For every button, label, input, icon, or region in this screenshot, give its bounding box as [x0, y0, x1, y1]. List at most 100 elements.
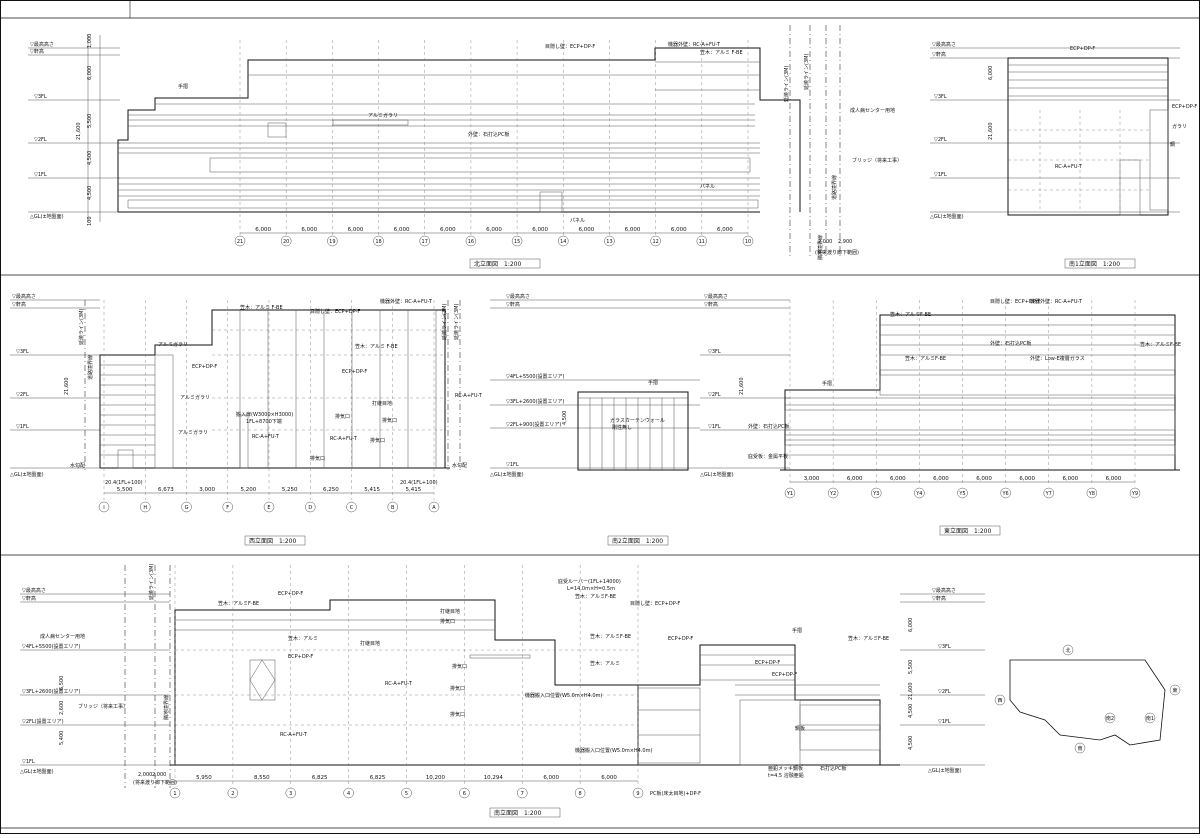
- north-dim-v4: 4,500: [87, 151, 93, 165]
- west-grid-label: F: [226, 505, 229, 511]
- south-note-vent: 排気口: [440, 618, 455, 625]
- east-level-max: ▽最高高さ: [704, 293, 728, 300]
- south-note-pc-joint: PC板(床太目地)+DP-F: [650, 790, 701, 797]
- north-dim-v6: 100: [87, 216, 93, 226]
- north-grid-bubble: [327, 235, 338, 247]
- north-span-dim: 6,000: [255, 227, 271, 233]
- south-grid-bubble: [285, 787, 296, 799]
- south-span-dim: 8,550: [254, 775, 270, 781]
- north-side-dim-1: 2,000: [818, 239, 832, 245]
- west-level-gl: △GL(±地盤面): [10, 471, 44, 478]
- south-span-dim: 10,200: [426, 775, 446, 781]
- south-note-louver-size: L=14.0m×H=0.5m: [567, 586, 615, 592]
- south-note-coping-3: 笠木：アルミF-BE: [575, 593, 616, 600]
- east-span-dim: 3,000: [804, 476, 820, 482]
- south-right-level-gl: △GL(±地盤面): [928, 767, 962, 774]
- north-grid-label: 17: [422, 239, 428, 245]
- north-note-bridge: ブリッジ（将来工事）: [852, 157, 902, 164]
- south1-dim-total: 21,600: [988, 123, 994, 141]
- south-grid-label: 4: [347, 791, 350, 797]
- north-grid-label: 12: [652, 239, 658, 245]
- west-note-vent-4: 排気口: [310, 455, 325, 462]
- south2-note-curtain-wall: ガラスカーテンウォール: [610, 417, 665, 424]
- north-grid-label: 19: [329, 239, 335, 245]
- west-note-louver-3: アルミガラリ: [178, 429, 208, 436]
- south1-level-2fl: ▽2FL: [934, 137, 947, 143]
- west-note-rc: RC-A+FU-T: [252, 434, 280, 440]
- south-dim-v2: 6,000: [908, 618, 914, 632]
- west-dim-total: 21,600: [64, 378, 70, 396]
- east-span-dim: 6,000: [847, 476, 863, 482]
- south-fire-line-label: 延焼ライン(3M): [148, 564, 155, 600]
- south-span-dim: 10,294: [484, 775, 504, 781]
- south1-note-louver: ガラリ: [1172, 123, 1187, 130]
- south-grid-bubble: [227, 787, 239, 799]
- south1-level-roof: ▽軒高: [932, 51, 946, 58]
- west-grid-label: H: [143, 505, 147, 511]
- caption-east-elevation: 東立面図 1:200: [944, 527, 991, 535]
- west-span-dim: 6,673: [158, 487, 174, 493]
- north-grid-label: 16: [468, 239, 474, 245]
- south-note-ecp-5: ECP+DP-F: [772, 672, 797, 678]
- caption-south-elevation: 南立面図 1:200: [494, 809, 541, 817]
- caption-north-elevation: 北立面図 1:200: [474, 260, 521, 268]
- west-grid-label: C: [350, 505, 354, 511]
- key-plan-mark-label: 南: [1077, 745, 1082, 752]
- south-grid-label: 6: [463, 791, 466, 797]
- west-note-vent-2: 排気口: [382, 417, 397, 424]
- east-grid-label: Y3: [872, 491, 879, 497]
- east-note-coping-3: 笠木：アルミF-BE: [905, 355, 946, 362]
- north-level-roof: ▽軒高: [30, 48, 44, 55]
- south-note-steel: 鋼板: [795, 725, 805, 732]
- north-road-line-label: 道路境界線: [831, 175, 838, 200]
- west-grid-label: E: [267, 505, 270, 511]
- south-note-vent-4: 排気口: [450, 711, 465, 718]
- south-level-max: ▽最高高さ: [22, 587, 46, 594]
- west-mark-left: 20.4(1FL+100): [105, 480, 143, 486]
- south-side-dim-2: 2,600: [59, 701, 65, 715]
- west-level-3fl: ▽3FL: [16, 349, 29, 355]
- key-plan-mark: [1104, 712, 1116, 724]
- north-dim-total: 21,600: [76, 123, 82, 141]
- east-span-dim: 6,000: [933, 476, 949, 482]
- north-level-1fl: ▽1FL: [34, 172, 47, 178]
- south-note-ecp: ECP+DP-F: [278, 591, 303, 597]
- west-note-ecp: ECP+DP-F: [192, 364, 217, 370]
- south-span-dim: 6,000: [543, 775, 559, 781]
- south-grid-bubble: [401, 787, 412, 799]
- west-grid-axes: I5,500H6,673G3,000F5,200E5,250D6,250C5,4…: [98, 300, 440, 513]
- north-grid-bubble: [650, 235, 661, 247]
- key-plan-mark-label: 西: [997, 698, 1002, 704]
- south-note-vent-2: 排気口: [452, 663, 467, 670]
- north-grid-label: 14: [560, 239, 566, 245]
- north-span-dim: 6,000: [301, 227, 317, 233]
- south-side-dim-1: 6,500: [59, 676, 65, 690]
- north-note-adjacent-site: 成人病センター用地: [850, 107, 895, 114]
- east-grid-label: Y7: [1045, 491, 1052, 497]
- west-level-roof: ▽軒高: [12, 301, 26, 308]
- north-note-screen-wall: 目隠し壁：ECP+DP-F: [545, 43, 595, 50]
- south-right-level-roof: ▽軒高: [932, 595, 946, 602]
- south1-dim-v2: 6,000: [988, 66, 994, 80]
- south2-level-2fl: ▽2FL+900(設置エリア): [506, 421, 561, 428]
- west-grid-label: D: [308, 505, 312, 511]
- east-grid-label: Y8: [1088, 491, 1095, 497]
- south-span-dim: 6,825: [312, 775, 328, 781]
- south-grid-label: 2: [231, 791, 234, 797]
- south-level-4fl: ▽4FL+5500(設置エリア): [22, 643, 81, 650]
- north-note-panel-2: パネル: [570, 218, 585, 224]
- south-level-gl: △GL(±地盤面): [20, 768, 54, 775]
- east-level-1fl: ▽1FL: [708, 424, 721, 430]
- south-note-coping: 笠木：アルミF-BE: [218, 600, 259, 607]
- south-elevation: ▽最高高さ ▽軒高 ▽4FL+5500(設置エリア) ▽3FL+2600(設置エ…: [20, 564, 985, 818]
- west-grid-bubble: [305, 501, 316, 513]
- south-note-louver-eave: 庇受ルーバー(1FL+14000): [558, 578, 621, 585]
- south-note-bridge: ブリッジ（将来工事）: [78, 703, 128, 710]
- north-span-dim: 6,000: [532, 227, 548, 233]
- north-fire-line-label-2: 延焼ライン(3M): [803, 54, 810, 90]
- south2-note-rigid: 剛性無し: [612, 424, 632, 431]
- west-note-rc-3: RC-A+FU-T: [455, 393, 483, 399]
- west-span-dim: 5,415: [406, 487, 422, 493]
- north-grid-bubble: [511, 235, 523, 247]
- north-side-dim-2: 2,900: [838, 239, 852, 245]
